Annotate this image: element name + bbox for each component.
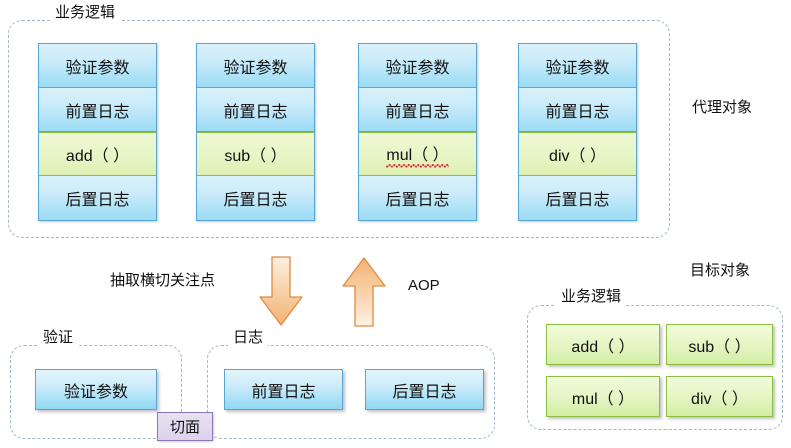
proxy-cell-validate: 验证参数 [519, 44, 636, 88]
proxy-cell-before-log: 前置日志 [519, 88, 636, 132]
target-method-mul[interactable]: mul（ ） [546, 376, 660, 417]
proxy-cell-validate: 验证参数 [197, 44, 314, 88]
proxy-column-mul[interactable]: 验证参数 前置日志 mul（ ） 后置日志 [358, 43, 477, 221]
proxy-group-label: 业务逻辑 [50, 4, 121, 22]
target-method-sub[interactable]: sub（ ） [666, 324, 773, 365]
proxy-cell-method: div（ ） [519, 132, 636, 176]
aspect-box-after-log[interactable]: 后置日志 [365, 369, 484, 410]
proxy-cell-after-log: 后置日志 [359, 176, 476, 220]
proxy-column-sub[interactable]: 验证参数 前置日志 sub（ ） 后置日志 [196, 43, 315, 221]
proxy-cell-method: sub（ ） [197, 132, 314, 176]
proxy-cell-before-log: 前置日志 [359, 88, 476, 132]
aspect-box-validate-param[interactable]: 验证参数 [35, 369, 157, 410]
target-object-group [527, 305, 783, 430]
target-object-side-label: 目标对象 [690, 262, 751, 279]
target-group-label: 业务逻辑 [556, 288, 627, 306]
proxy-cell-before-log: 前置日志 [39, 88, 156, 132]
down-arrow-icon [258, 256, 304, 328]
log-group-label: 日志 [228, 329, 269, 347]
aspect-tag[interactable]: 切面 [157, 412, 213, 441]
proxy-column-add[interactable]: 验证参数 前置日志 add（ ） 后置日志 [38, 43, 157, 221]
proxy-cell-method: add（ ） [39, 132, 156, 176]
proxy-cell-validate: 验证参数 [359, 44, 476, 88]
aspect-box-before-log[interactable]: 前置日志 [224, 369, 343, 410]
aop-label: AOP [408, 277, 440, 294]
extract-crosscutting-label: 抽取横切关注点 [110, 272, 216, 289]
proxy-column-div[interactable]: 验证参数 前置日志 div（ ） 后置日志 [518, 43, 637, 221]
validate-aspect-group [10, 345, 182, 439]
proxy-cell-after-log: 后置日志 [39, 176, 156, 220]
proxy-object-side-label: 代理对象 [692, 99, 753, 116]
validate-group-label: 验证 [38, 329, 79, 347]
misspelled-method-text: mul（ ） [386, 140, 449, 168]
proxy-cell-before-log: 前置日志 [197, 88, 314, 132]
proxy-cell-after-log: 后置日志 [519, 176, 636, 220]
proxy-object-group [8, 20, 670, 238]
up-arrow-icon [340, 256, 388, 328]
proxy-cell-method: mul（ ） [359, 132, 476, 176]
misspelled-method-text: mul（ ） [571, 390, 635, 408]
log-aspect-group [207, 345, 495, 439]
proxy-cell-validate: 验证参数 [39, 44, 156, 88]
proxy-cell-after-log: 后置日志 [197, 176, 314, 220]
target-method-add[interactable]: add（ ） [546, 324, 660, 365]
target-method-div[interactable]: div（ ） [666, 376, 773, 417]
